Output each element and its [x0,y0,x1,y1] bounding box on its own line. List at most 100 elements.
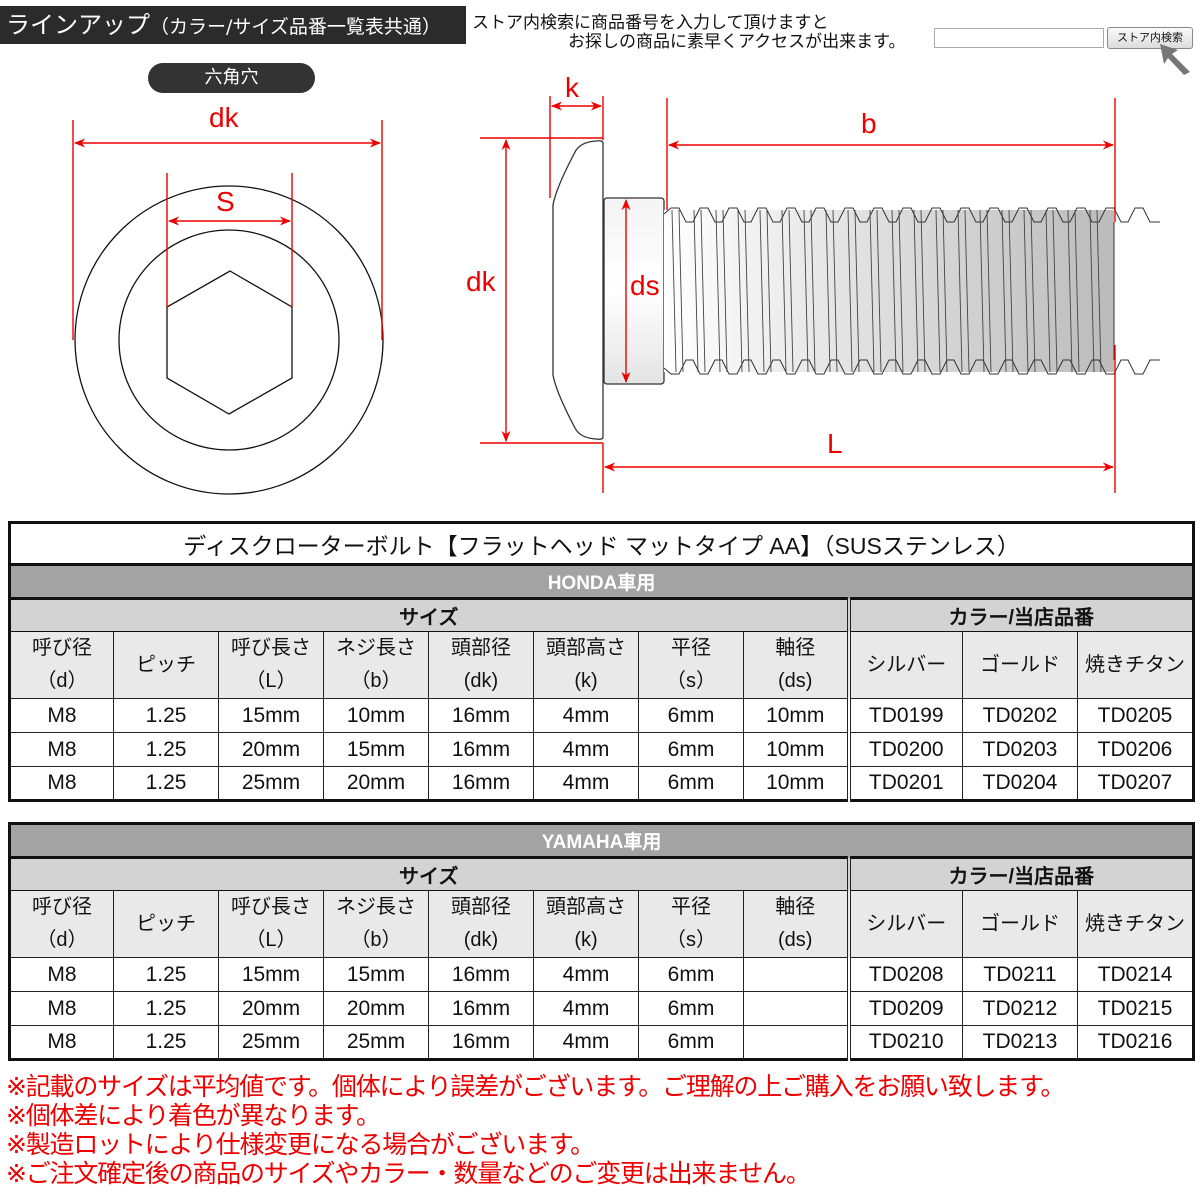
col-header-b: ネジ長さ（b） [323,631,429,699]
cell-k: 4mm [533,698,639,733]
hex-socket-label: 六角穴 [148,63,315,93]
side-view [552,140,1160,440]
top-s-label: S [216,186,235,217]
cell-b: 25mm [323,1025,429,1061]
cell-d: M8 [8,991,114,1026]
disclaimer-notes: ※記載のサイズは平均値です。個体により誤差がございます。ご理解の上ご購入をお願い… [6,1072,1065,1188]
cell-s: 6mm [638,732,744,767]
col-header-k: 頭部高さ(k) [533,631,639,699]
side-k-label: k [565,72,579,103]
cell-gold-code: TD0202 [962,698,1078,733]
col-header-burnt-titanium: 焼きチタン [1076,890,1196,958]
store-search-button[interactable]: ストア内検索 [1107,27,1193,49]
col-header-silver: シルバー [846,890,963,958]
note-line: ※ご注文確定後の商品のサイズやカラー・数量などのご変更は出来ません。 [6,1159,811,1188]
col-header-gold: ゴールド [962,890,1078,958]
cell-titanium-code: TD0207 [1076,766,1196,802]
note-line: ※記載のサイズは平均値です。個体により誤差がございます。ご理解の上ご購入をお願い… [6,1072,1065,1101]
cell-gold-code: TD0213 [962,1025,1078,1061]
cell-gold-code: TD0211 [962,957,1078,992]
col-header-pitch: ピッチ [113,631,219,699]
cell-titanium-code: TD0214 [1076,957,1196,992]
cell-dk: 16mm [428,1025,534,1061]
col-header-gold: ゴールド [962,631,1078,699]
cell-silver-code: TD0210 [846,1025,963,1061]
cell-silver-code: TD0201 [846,766,963,802]
cell-s: 6mm [638,991,744,1026]
cell-k: 4mm [533,957,639,992]
cell-d: M8 [8,766,114,802]
cell-pitch: 1.25 [113,991,219,1026]
cell-pitch: 1.25 [113,698,219,733]
col-header-pitch: ピッチ [113,890,219,958]
lineup-title-sub: （カラー/サイズ品番一覧表共通） [150,16,441,38]
cell-d: M8 [8,732,114,767]
cell-ds: 10mm [743,766,849,802]
bolt-drawing [72,96,1160,495]
cell-dk: 16mm [428,957,534,992]
col-header-s: 平径（s） [638,631,744,699]
cell-b: 20mm [323,766,429,802]
cell-pitch: 1.25 [113,732,219,767]
cell-silver-code: TD0209 [846,991,963,1026]
cell-d: M8 [8,1025,114,1061]
col-header-L: 呼び長さ（L） [218,631,324,699]
cell-s: 6mm [638,766,744,802]
cell-k: 4mm [533,991,639,1026]
cell-pitch: 1.25 [113,957,219,992]
store-search-hint-line1: ストア内検索に商品番号を入力して頂けますと [472,13,829,33]
store-search-input[interactable] [934,28,1104,48]
cell-titanium-code: TD0216 [1076,1025,1196,1061]
cell-silver-code: TD0199 [846,698,963,733]
color-group-header: カラー/当店品番 [846,598,1196,632]
col-header-silver: シルバー [846,631,963,699]
lineup-title: ラインアップ（カラー/サイズ品番一覧表共通） [0,6,466,44]
cell-k: 4mm [533,766,639,802]
col-header-s: 平径（s） [638,890,744,958]
note-line: ※製造ロットにより仕様変更になる場合がございます。 [6,1130,595,1159]
cell-ds: 10mm [743,732,849,767]
col-header-b: ネジ長さ（b） [323,890,429,958]
cell-L: 20mm [218,991,324,1026]
col-header-dk: 頭部径(dk) [428,890,534,958]
cell-L: 15mm [218,698,324,733]
size-group-header: サイズ [8,857,849,891]
cell-L: 25mm [218,766,324,802]
store-search-hint-line2: お探しの商品に素早くアクセスが出来ます。 [568,32,906,52]
cell-b: 15mm [323,957,429,992]
cell-s: 6mm [638,957,744,992]
cell-k: 4mm [533,1025,639,1061]
color-group-header: カラー/当店品番 [846,857,1196,891]
cell-ds-not-applicable [743,1025,849,1061]
cell-silver-code: TD0208 [846,957,963,992]
cell-titanium-code: TD0205 [1076,698,1196,733]
cell-b: 15mm [323,732,429,767]
cell-d: M8 [8,957,114,992]
cell-dk: 16mm [428,732,534,767]
col-header-d: 呼び径（d） [8,631,114,699]
cell-s: 6mm [638,698,744,733]
lineup-title-main: ラインアップ [6,11,150,39]
top-dk-label: dk [209,102,239,133]
cell-b: 10mm [323,698,429,733]
cell-L: 15mm [218,957,324,992]
col-header-k: 頭部高さ(k) [533,890,639,958]
cell-s: 6mm [638,1025,744,1061]
cell-pitch: 1.25 [113,766,219,802]
bolt-dimension-diagram: dk S k b dk ds L [0,60,1200,510]
cell-pitch: 1.25 [113,1025,219,1061]
col-header-ds: 軸径(ds) [743,890,849,958]
honda-spec-table: ディスクローターボルト【フラットヘッド マットタイプ AA】（SUSステンレス）… [7,521,1196,802]
cell-titanium-code: TD0206 [1076,732,1196,767]
side-dk-label: dk [466,266,496,297]
top-view [74,185,384,495]
col-header-dk: 頭部径(dk) [428,631,534,699]
cell-gold-code: TD0212 [962,991,1078,1026]
col-header-d: 呼び径（d） [8,890,114,958]
